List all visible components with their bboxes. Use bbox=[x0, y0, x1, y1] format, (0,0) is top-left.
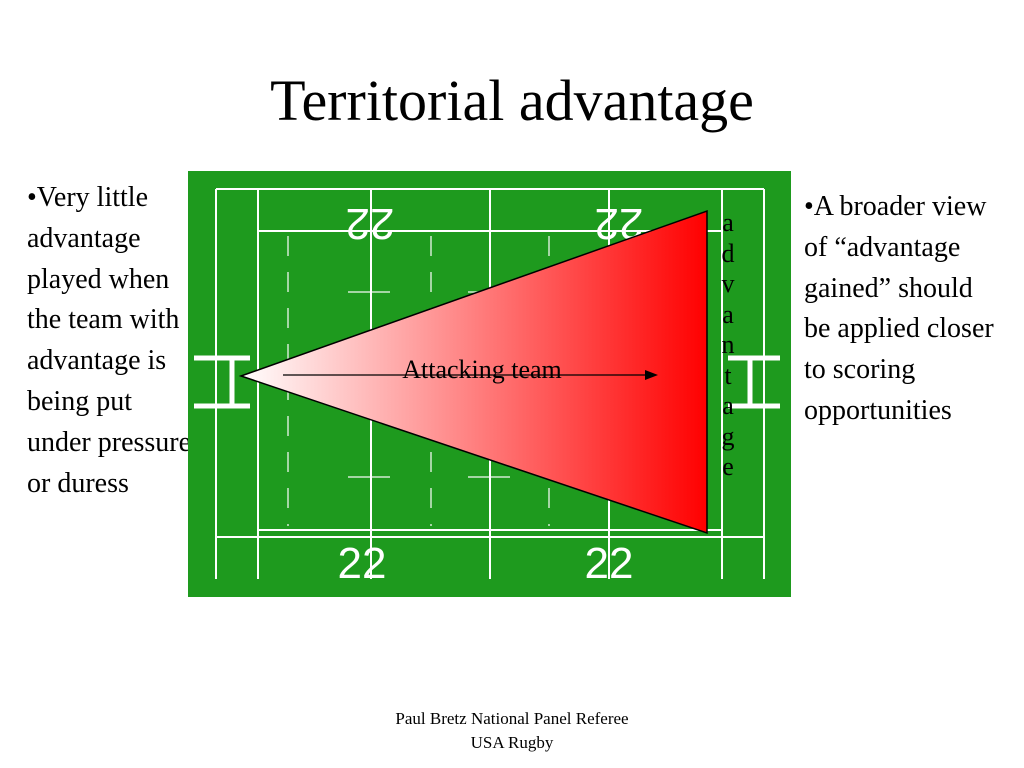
advantage-letter: a bbox=[722, 391, 734, 420]
goal-posts-right bbox=[728, 355, 780, 409]
footer-organization: USA Rugby bbox=[470, 733, 554, 752]
attacking-team-label: Attacking team bbox=[402, 355, 562, 384]
footer-author: Paul Bretz National Panel Referee bbox=[395, 709, 629, 728]
advantage-letter: d bbox=[721, 238, 735, 268]
goal-posts-left bbox=[194, 355, 250, 409]
advantage-letter: g bbox=[721, 421, 735, 451]
slide-title: Territorial advantage bbox=[270, 68, 754, 133]
right-bullet-text: •A broader view of “advantage gained” sh… bbox=[804, 191, 994, 426]
advantage-letter: a bbox=[722, 299, 734, 329]
advantage-wedge bbox=[238, 209, 708, 535]
attack-arrow-head bbox=[645, 370, 658, 380]
advantage-letter: e bbox=[722, 452, 734, 481]
advantage-letter: v bbox=[721, 269, 735, 298]
vertical-advantage-word: a d v a n t a g e bbox=[714, 208, 742, 483]
slide-footer: Paul Bretz National Panel Referee USA Ru… bbox=[0, 707, 1024, 755]
advantage-letter: n bbox=[721, 330, 735, 359]
line-number-bottom-left: 22 bbox=[338, 539, 387, 588]
left-bullet-text: •Very little advantage played when the t… bbox=[27, 182, 192, 499]
line-number-bottom-right: 22 bbox=[585, 539, 634, 588]
advantage-letter: a bbox=[722, 208, 734, 237]
line-number-top-left: 22 bbox=[346, 199, 395, 248]
rugby-field-diagram: 22 22 22 22 Attacking team bbox=[188, 171, 791, 597]
advantage-letter: t bbox=[724, 360, 732, 390]
